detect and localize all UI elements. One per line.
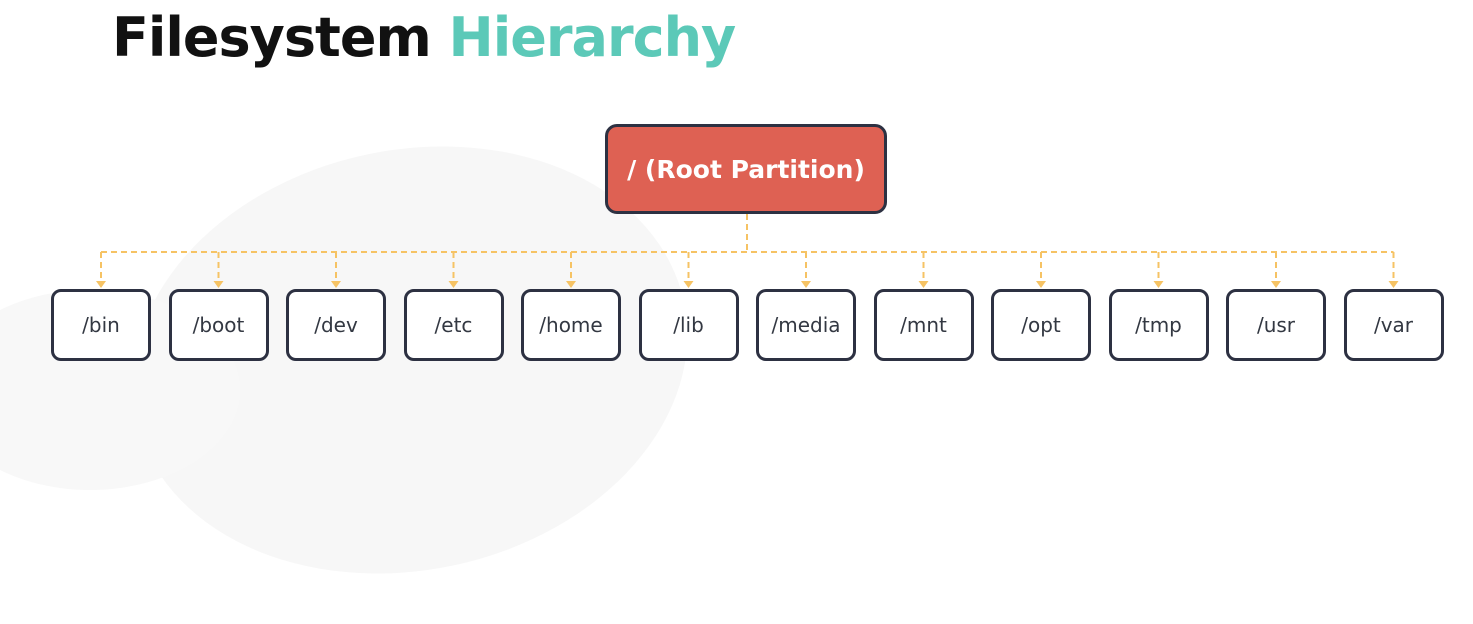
directory-node-var: /var (1343, 289, 1444, 361)
directory-label: /lib (673, 313, 704, 337)
directory-node-home: /home (521, 289, 621, 361)
directory-label: /var (1373, 313, 1414, 337)
directory-node-dev: /dev (286, 289, 386, 361)
directory-label: /etc (434, 313, 473, 337)
directory-node-lib: /lib (638, 289, 739, 361)
arrowhead-icon (918, 281, 929, 288)
directory-label: /opt (1021, 313, 1061, 337)
arrowhead-icon (1271, 281, 1281, 288)
arrowhead-icon (1153, 281, 1164, 288)
title-word-hierarchy: Hierarchy (448, 6, 737, 69)
arrowhead-icon (801, 281, 811, 288)
arrowhead-icon (1388, 281, 1399, 288)
directory-label: /boot (192, 313, 245, 337)
arrowhead-icon (448, 281, 459, 288)
connector-lines (96, 214, 1399, 288)
directory-label: /media (771, 313, 841, 337)
directory-label: /tmp (1135, 313, 1182, 337)
directory-label: /home (539, 313, 603, 337)
arrowhead-icon (683, 281, 694, 288)
directory-node-etc: /etc (403, 289, 504, 361)
directory-node-usr: /usr (1226, 289, 1326, 361)
directory-node-boot: /boot (168, 289, 269, 361)
page-title: Filesystem Hierarchy (112, 6, 737, 69)
arrowhead-icon (566, 281, 576, 288)
arrowhead-icon (213, 281, 224, 288)
directory-label: /bin (82, 313, 120, 337)
directory-node-opt: /opt (991, 289, 1091, 361)
directory-node-bin: /bin (51, 289, 151, 361)
arrowhead-icon (1036, 281, 1046, 288)
directory-label: /dev (314, 313, 358, 337)
directory-node-tmp: /tmp (1108, 289, 1209, 361)
directory-node-mnt: /mnt (873, 289, 974, 361)
arrowhead-icon (331, 281, 341, 288)
root-partition-label: / (Root Partition) (627, 154, 865, 184)
directory-node-media: /media (756, 289, 856, 361)
directory-label: /mnt (900, 313, 947, 337)
arrowhead-icon (96, 281, 106, 288)
title-word-filesystem: Filesystem (112, 6, 432, 69)
directory-label: /usr (1256, 313, 1296, 337)
root-partition-node: / (Root Partition) (605, 124, 887, 214)
